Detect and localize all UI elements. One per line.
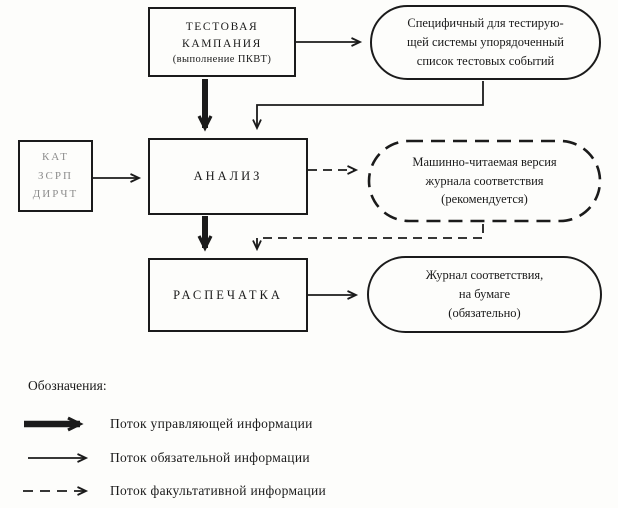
mandatory-flow-arrow-icon: [28, 453, 89, 463]
legend-item-control-flow: Поток управляющей информации: [20, 414, 313, 434]
dashed-outline: [367, 139, 602, 223]
node-label: ДИРЧТ: [32, 188, 79, 201]
node-test-events-list: Специфичный для тестирую- щей системы уп…: [370, 5, 601, 80]
legend-item-optional-flow: Поток факультативной информации: [20, 481, 326, 501]
node-label: на бумаге: [458, 287, 511, 302]
legend-label: Поток обязательной информации: [110, 450, 310, 465]
legend-title: Обозначения:: [28, 378, 107, 393]
node-label: Машинно-читаемая версия: [412, 154, 557, 169]
optional-flow-arrow-icon: [23, 486, 89, 496]
node-label: РАСПЕЧАТКА: [173, 287, 283, 302]
arrow-machinelog-to-printout: [252, 224, 484, 252]
control-flow-arrow-icon: [24, 416, 84, 432]
legend-label: Поток управляющей информации: [110, 416, 313, 431]
node-label: (рекомендуется): [441, 192, 528, 207]
node-label: Журнал соответствия,: [425, 268, 544, 283]
node-machine-readable-log: Машинно-читаемая версия журнала соответс…: [367, 139, 602, 223]
node-label: Специфичный для тестирую-: [407, 16, 564, 31]
node-paper-conformance-log: Журнал соответствия, на бумаге (обязател…: [367, 256, 602, 333]
node-printout: РАСПЕЧАТКА: [148, 258, 308, 332]
node-sublabel: (выполнение ПКВТ): [172, 54, 272, 66]
node-analysis: АНАЛИЗ: [148, 138, 308, 215]
node-input-documents: КАТ ЗСРП ДИРЧТ: [18, 140, 93, 212]
node-label: список тестовых событий: [416, 53, 555, 68]
node-label: КАМПАНИЯ: [182, 37, 262, 50]
node-label: щей системы упорядоченный: [407, 35, 564, 50]
node-label: журнала соответствия: [425, 173, 544, 188]
node-label: (обязательно): [448, 305, 521, 320]
node-label: КАТ: [41, 150, 70, 163]
legend-item-mandatory-flow: Поток обязательной информации: [20, 448, 310, 468]
legend-label: Поток факультативной информации: [110, 483, 327, 498]
node-label: ТЕСТОВАЯ: [185, 20, 259, 33]
node-label: ЗСРП: [38, 169, 73, 182]
arrow-events-to-analysis: [252, 81, 484, 131]
node-test-campaign: ТЕСТОВАЯ КАМПАНИЯ (выполнение ПКВТ): [148, 7, 296, 77]
node-label: АНАЛИЗ: [193, 169, 263, 183]
